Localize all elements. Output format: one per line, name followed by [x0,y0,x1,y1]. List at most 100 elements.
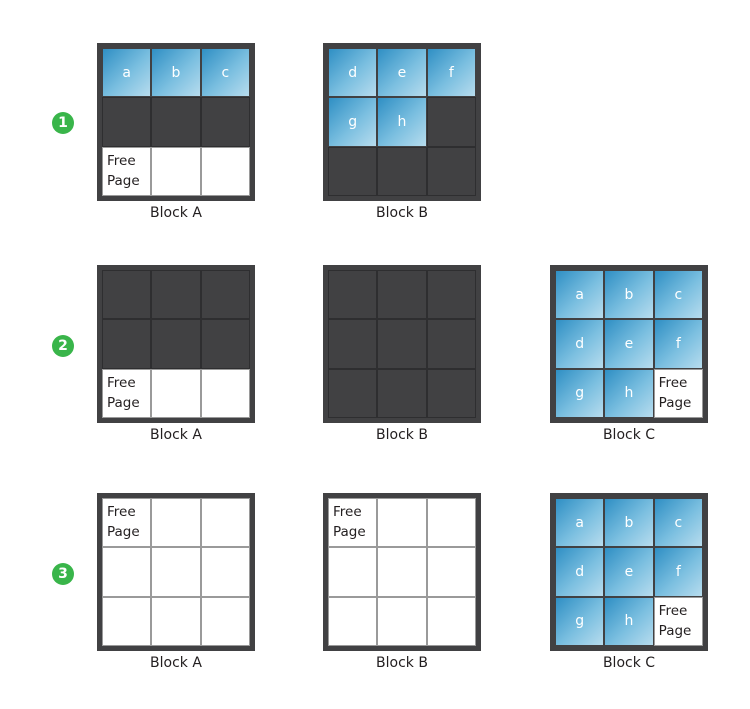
page-grid: Free Page [101,497,250,646]
page-label: h [624,613,634,630]
page-cell [151,146,201,196]
page-cell [200,547,250,597]
page-label: b [171,64,181,81]
page-cell: f [654,320,702,368]
page-label: g [348,113,358,130]
free-page-label: Free Page [658,374,692,411]
page-cell [377,319,427,369]
page-cell [426,319,476,369]
page-grid: a b c d e f g h Free Page [556,271,703,418]
page-cell: e [605,548,653,596]
page-label: b [624,514,634,531]
page-cell [327,146,378,196]
page-cell: Free Page [653,596,703,646]
page-label: d [575,563,585,580]
step-3-badge: 3 [52,563,74,585]
page-grid: a b c d e f g h Free Page [556,499,703,646]
page-cell: a [103,49,151,97]
page-cell [200,596,250,646]
page-cell [200,368,250,418]
page-grid: Free Page [101,269,250,418]
page-cell [200,269,250,320]
page-cell: d [556,548,604,596]
page-cell [327,269,378,320]
page-cell [377,497,427,548]
page-cell [101,269,152,320]
page-cell [200,497,250,548]
page-label: f [675,563,681,580]
page-cell: Free Page [101,146,152,196]
block-label: Block B [376,655,428,671]
page-cell [426,596,476,646]
page-cell: c [201,49,249,97]
page-cell [426,368,476,418]
page-cell: f [427,49,475,97]
page-cell [101,97,152,147]
page-cell [377,596,427,646]
page-label: f [448,64,454,81]
page-label: e [624,563,634,580]
page-cell [377,269,427,320]
page-label: h [624,385,634,402]
step-3-block-a: Free Page [97,493,255,651]
free-page-label: Free Page [107,504,140,540]
page-label: a [575,286,584,303]
block-label: Block A [150,205,202,221]
page-cell [327,319,378,369]
page-cell [151,547,201,597]
page-cell: c [654,271,702,319]
page-cell: b [605,499,653,547]
page-cell [426,497,476,548]
page-cell [426,146,476,196]
step-2-block-c: a b c d e f g h Free Page [550,265,708,423]
free-page-label: Free Page [658,602,692,639]
page-label: a [122,64,131,81]
free-page-label: Free Page [333,504,366,540]
page-cell: Free Page [101,368,152,418]
page-grid: a b c Free Page [101,49,250,196]
free-page-label: Free Page [107,152,140,189]
block-label: Block B [376,205,428,221]
page-cell [101,547,152,597]
page-cell [151,596,201,646]
page-label: g [575,613,585,630]
step-1-badge: 1 [52,112,74,134]
page-cell [151,269,201,320]
page-cell [151,319,201,369]
step-2-block-a: Free Page [97,265,255,423]
step-2-badge: 2 [52,335,74,357]
page-label: e [397,64,407,81]
page-cell: Free Page [653,368,703,418]
page-label: h [397,113,407,130]
page-cell: d [329,49,377,97]
block-label: Block A [150,427,202,443]
page-cell [377,146,427,196]
page-cell [200,97,250,147]
page-cell [151,497,201,548]
page-cell [377,368,427,418]
page-cell: g [556,369,604,417]
page-cell: a [556,499,604,547]
page-cell: h [605,369,653,417]
page-cell: h [378,98,426,146]
page-label: b [624,286,634,303]
page-cell [200,319,250,369]
page-cell: e [605,320,653,368]
page-label: e [624,335,634,352]
free-page-label: Free Page [107,374,140,411]
page-cell [200,146,250,196]
page-cell [426,547,476,597]
step-1-block-a: a b c Free Page [97,43,255,201]
page-label: c [221,64,230,81]
block-label: Block B [376,427,428,443]
page-cell: h [605,597,653,645]
page-cell: b [605,271,653,319]
page-label: f [675,335,681,352]
page-cell: d [556,320,604,368]
page-cell: e [378,49,426,97]
page-cell [327,547,378,597]
step-3-block-b: Free Page [323,493,481,651]
page-label: d [575,335,585,352]
page-cell [426,97,476,147]
page-cell: Free Page [101,497,152,548]
